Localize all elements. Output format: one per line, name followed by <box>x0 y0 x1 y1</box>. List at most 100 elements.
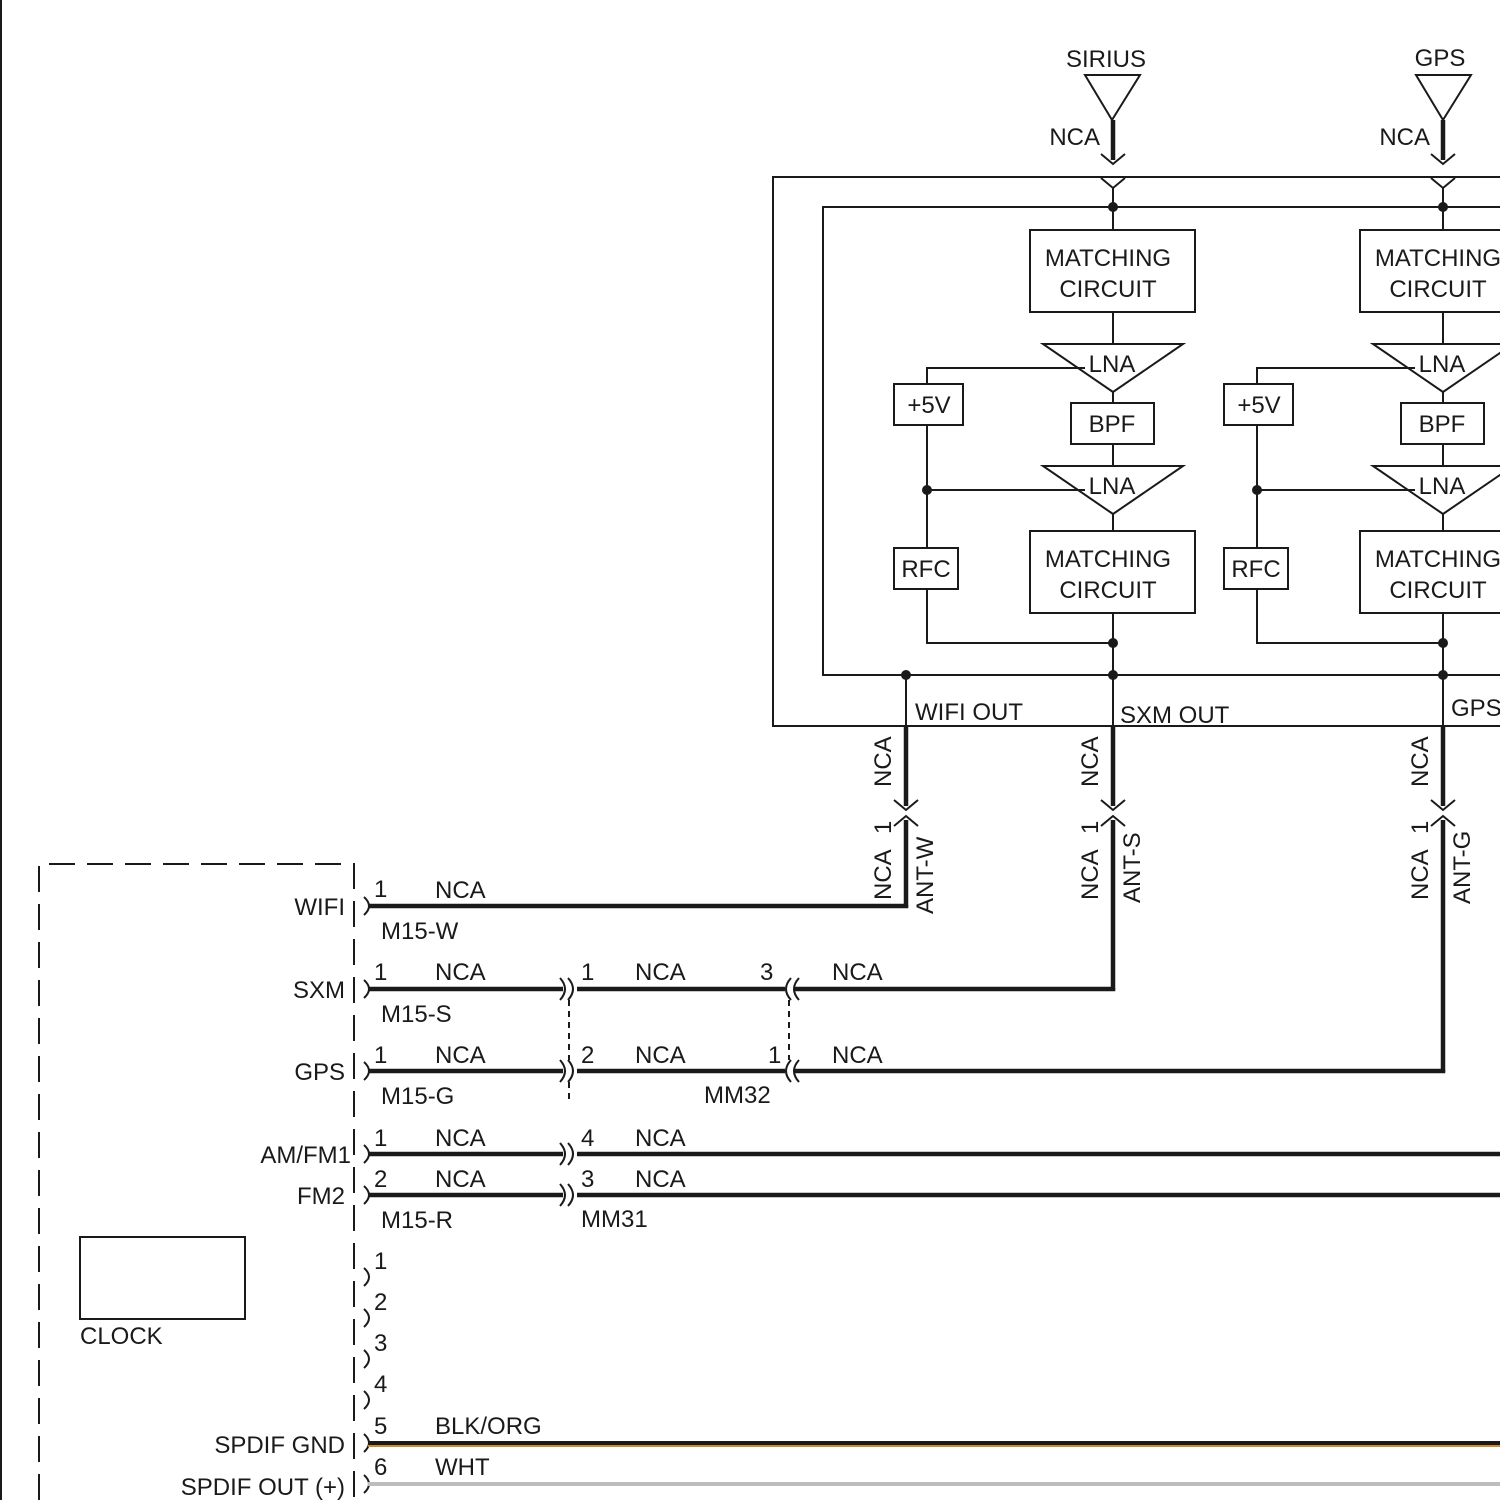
pin-number: 5 <box>374 1413 387 1440</box>
pin-number: 1 <box>374 1042 387 1069</box>
pin-number: 6 <box>374 1454 387 1481</box>
matching-circuit-label-1: MATCHING <box>1375 245 1500 272</box>
sirius-channel: MATCHING CIRCUIT LNA BPF LNA MATCHING CI… <box>894 202 1195 680</box>
rfc-label: RFC <box>1231 556 1280 583</box>
wiring-harness: 1 NCA M15-W 1 NCA 1 NCA 3 NCA M15-S <box>364 876 1500 1493</box>
wire-sxm: 1 NCA 1 NCA 3 NCA M15-S <box>364 959 1113 1028</box>
matching-circuit-label-2: CIRCUIT <box>1059 276 1157 303</box>
antenna-gps-symbol <box>1416 75 1471 120</box>
connector-m15-s-label: M15-S <box>381 1001 452 1028</box>
pin-number: 4 <box>374 1371 387 1398</box>
pin-number: 1 <box>870 821 897 834</box>
connector-m15-g-label: M15-G <box>381 1083 454 1110</box>
cable-wifi-label: NCA <box>870 736 897 787</box>
head-unit: CLOCK WIFI SXM GPS AM/FM1 FM2 SPDIF GND … <box>39 864 354 1500</box>
connector-m15-r-label: M15-R <box>381 1207 453 1234</box>
cable-sxm-label: NCA <box>1077 736 1104 787</box>
wire-gps-label: NCA <box>832 1042 883 1069</box>
connector-mark <box>364 1268 369 1286</box>
unused-pins: 1 2 3 4 <box>364 1248 387 1409</box>
bpf-label: BPF <box>1419 411 1466 438</box>
lna-label: LNA <box>1419 473 1466 500</box>
pin-label-amfm1: AM/FM1 <box>260 1142 351 1169</box>
cable-sxm-label: NCA <box>1077 849 1104 900</box>
connector-mark <box>364 1391 369 1409</box>
pin-number: 1 <box>374 1248 387 1275</box>
junction-dot <box>1252 485 1262 495</box>
wire-amfm1-label: NCA <box>435 1125 486 1152</box>
pin-number: 3 <box>374 1330 387 1357</box>
wire-fm2-label: NCA <box>435 1166 486 1193</box>
antenna-gps-jack <box>1431 178 1455 188</box>
cable-gps-label: NCA <box>1407 736 1434 787</box>
plus5v-label: +5V <box>1237 392 1280 419</box>
connector-mm31-label: MM31 <box>581 1206 648 1233</box>
pin-label-sxm: SXM <box>293 977 345 1004</box>
head-unit-dashed-border <box>39 864 354 1500</box>
pin-number: 1 <box>581 959 594 986</box>
pin-label-fm2: FM2 <box>297 1183 345 1210</box>
sxm-out-label: SXM OUT <box>1120 702 1230 729</box>
connector-mark <box>364 1350 369 1368</box>
connector-m15-w-label: M15-W <box>381 918 459 945</box>
matching-circuit-label-2: CIRCUIT <box>1059 577 1157 604</box>
wire-fm2-label: NCA <box>635 1166 686 1193</box>
pin-number: 2 <box>374 1289 387 1316</box>
wire-spdif-out: 6 WHT <box>364 1454 1500 1493</box>
wire-sxm-label: NCA <box>832 959 883 986</box>
pin-number: 1 <box>1077 821 1104 834</box>
connector-ant-g-label: ANT-G <box>1449 831 1476 904</box>
antenna-gps-label: GPS <box>1415 45 1466 72</box>
wire-spdif-gnd-color: BLK/ORG <box>435 1413 542 1440</box>
clock-label: CLOCK <box>80 1323 163 1350</box>
matching-circuit-label-1: MATCHING <box>1045 546 1171 573</box>
gps-out-label: GPS <box>1451 695 1500 722</box>
connector-ant-s-label: ANT-S <box>1119 832 1146 903</box>
wire-gps-label: NCA <box>435 1042 486 1069</box>
pin-number: 2 <box>374 1166 387 1193</box>
pin-number: 1 <box>1407 821 1434 834</box>
pin-number: 3 <box>581 1166 594 1193</box>
antenna-sirius-label: SIRIUS <box>1066 46 1146 73</box>
cable-gps: NCA NCA 1 ANT-G <box>1407 727 1476 1072</box>
pin-number: 4 <box>581 1125 594 1152</box>
pin-label-spdif-gnd: SPDIF GND <box>214 1432 345 1459</box>
wire-wifi-label: NCA <box>435 877 486 904</box>
wire-amfm1-label: NCA <box>635 1125 686 1152</box>
antenna-sirius-wire-label: NCA <box>1049 124 1100 151</box>
wire-wifi: 1 NCA M15-W <box>364 876 906 945</box>
antenna-sirius: SIRIUS NCA <box>1049 46 1146 207</box>
antenna-sirius-jack <box>1101 178 1125 188</box>
connector-mm32-label: MM32 <box>704 1082 771 1109</box>
junction-dot <box>922 485 932 495</box>
cable-wifi: NCA NCA 1 ANT-W <box>870 727 939 914</box>
pin-number: 1 <box>374 959 387 986</box>
pin-number: 1 <box>374 1125 387 1152</box>
wire-sxm-label: NCA <box>435 959 486 986</box>
wire-gps: 1 NCA 2 NCA 1 NCA M15-G MM32 <box>364 1042 1443 1110</box>
connector-mark <box>364 1309 369 1327</box>
lna-label: LNA <box>1089 473 1136 500</box>
wire-gps-run <box>795 1070 1443 1071</box>
wire-sxm-run <box>795 988 1113 989</box>
bias-trace-1 <box>927 368 1085 384</box>
matching-circuit-label-1: MATCHING <box>1045 245 1171 272</box>
wire-wifi-run <box>368 905 906 906</box>
wire-spdif-out-color: WHT <box>435 1454 490 1481</box>
amplifier-module: MATCHING CIRCUIT LNA BPF LNA MATCHING CI… <box>773 177 1500 729</box>
pin-label-spdif-out: SPDIF OUT (+) <box>181 1474 345 1500</box>
pin-number: 2 <box>581 1042 594 1069</box>
lna-label: LNA <box>1419 351 1466 378</box>
pin-number: 1 <box>768 1042 781 1069</box>
clock-box <box>80 1237 245 1319</box>
pin-number: 1 <box>374 876 387 903</box>
antenna-gps-wire-label: NCA <box>1379 124 1430 151</box>
matching-circuit-label-2: CIRCUIT <box>1389 276 1487 303</box>
cable-gps-label: NCA <box>1407 849 1434 900</box>
rfc-label: RFC <box>901 556 950 583</box>
connector-ant-w-label: ANT-W <box>912 836 939 914</box>
wire-amfm1: 1 NCA 4 NCA <box>364 1125 1500 1165</box>
antenna-gps: GPS NCA <box>1379 45 1471 207</box>
matching-circuit-label-1: MATCHING <box>1375 546 1500 573</box>
